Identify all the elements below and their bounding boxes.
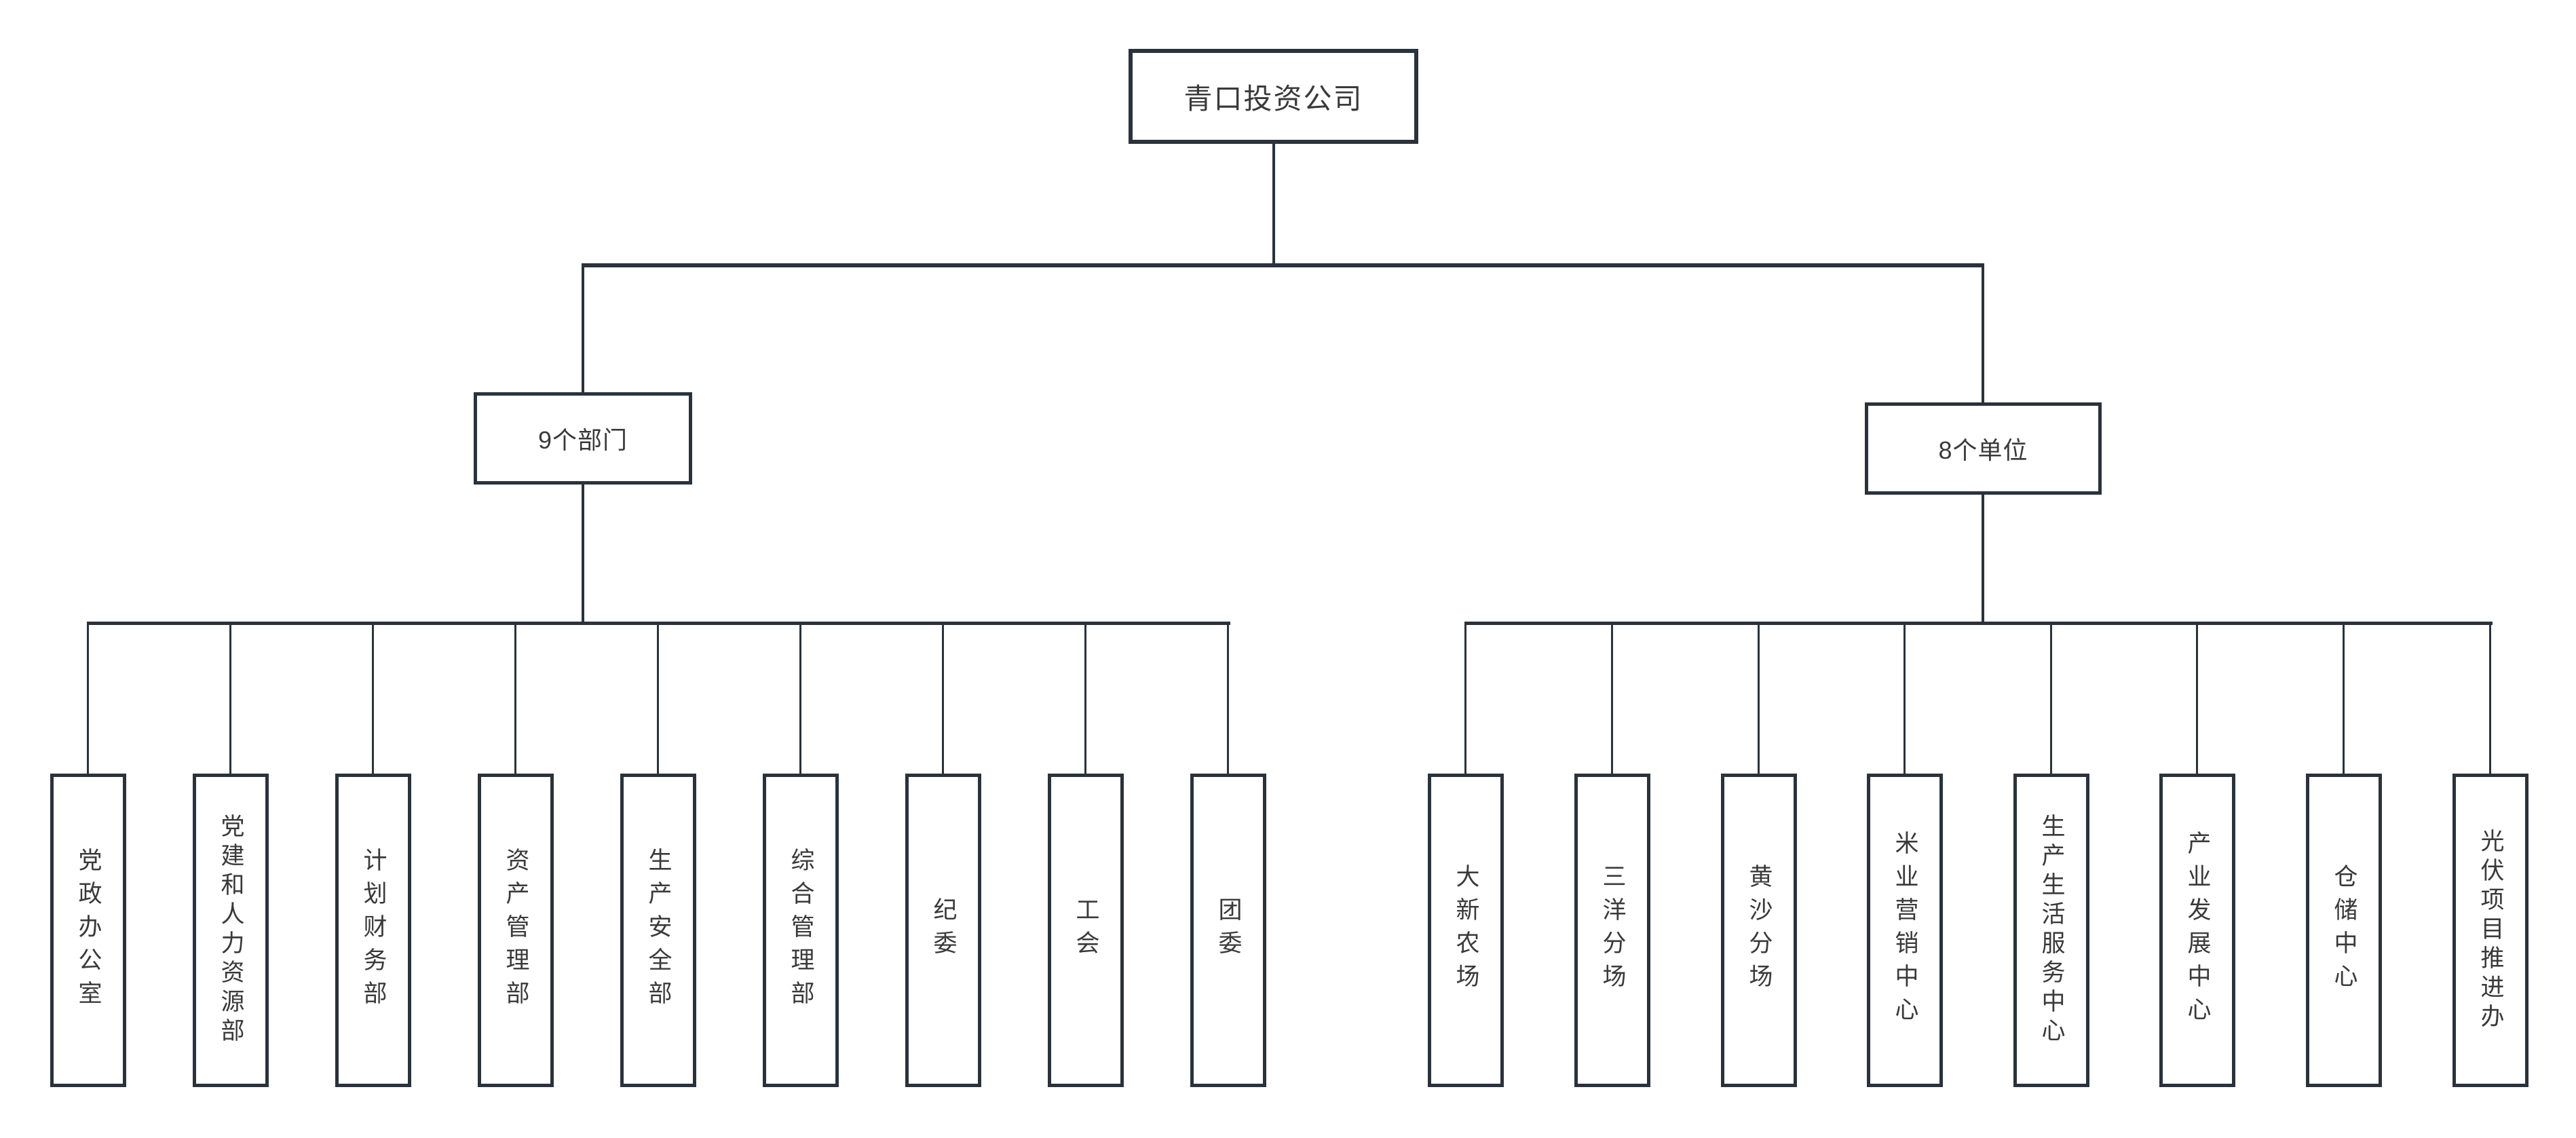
unit-node-6: 产业发展中心	[2159, 774, 2235, 1087]
unit-node-5: 生产生活服务中心	[2013, 774, 2089, 1087]
connector-drop-unit-2	[1611, 623, 1613, 775]
unit-node-1: 大新农场	[1428, 774, 1504, 1087]
connector-drop-dept-6	[799, 623, 801, 775]
unit-node-7: 仓储中心	[2306, 774, 2382, 1087]
connector-drop-departments	[582, 263, 584, 393]
connector-departments-stem	[582, 484, 584, 624]
connector-drop-dept-4	[514, 623, 516, 775]
unit-node-3: 黄沙分场	[1721, 774, 1797, 1087]
connector-drop-units	[1982, 263, 1984, 403]
unit-node-2: 三洋分场	[1574, 774, 1650, 1087]
dept-node-6: 综合管理部	[763, 774, 839, 1087]
dept-node-7: 纪委	[905, 774, 981, 1087]
connector-drop-dept-1	[87, 623, 89, 775]
unit-node-4: 米业营销中心	[1867, 774, 1943, 1087]
dept-node-1: 党政办公室	[50, 774, 126, 1087]
connector-drop-dept-5	[657, 623, 659, 775]
dept-node-3: 计划财务部	[335, 774, 411, 1087]
connector-drop-dept-9	[1227, 623, 1229, 775]
connector-drop-unit-7	[2343, 623, 2345, 775]
connector-level1-horizontal	[582, 263, 1984, 267]
connector-drop-dept-3	[372, 623, 374, 775]
root-node: 青口投资公司	[1129, 49, 1418, 144]
dept-node-4: 资产管理部	[478, 774, 554, 1087]
connector-drop-unit-6	[2196, 623, 2198, 775]
connector-drop-unit-3	[1758, 623, 1760, 775]
branch-node-departments: 9个部门	[474, 392, 692, 485]
connector-drop-unit-8	[2489, 623, 2491, 775]
connector-drop-unit-5	[2050, 623, 2052, 775]
connector-units-horizontal	[1464, 622, 2493, 625]
branch-node-units: 8个单位	[1865, 402, 2102, 495]
connector-drop-unit-4	[1903, 623, 1906, 775]
unit-node-8: 光伏项目推进办	[2452, 774, 2528, 1087]
connector-drop-dept-2	[229, 623, 231, 775]
connector-drop-dept-8	[1084, 623, 1086, 775]
connector-drop-unit-1	[1464, 623, 1466, 775]
dept-node-9: 团委	[1190, 774, 1266, 1087]
connector-units-stem	[1982, 494, 1984, 624]
dept-node-8: 工会	[1048, 774, 1124, 1087]
connector-root-stem	[1272, 144, 1275, 266]
dept-node-2: 党建和人力资源部	[193, 774, 269, 1087]
connector-drop-dept-7	[942, 623, 944, 775]
dept-node-5: 生产安全部	[620, 774, 696, 1087]
